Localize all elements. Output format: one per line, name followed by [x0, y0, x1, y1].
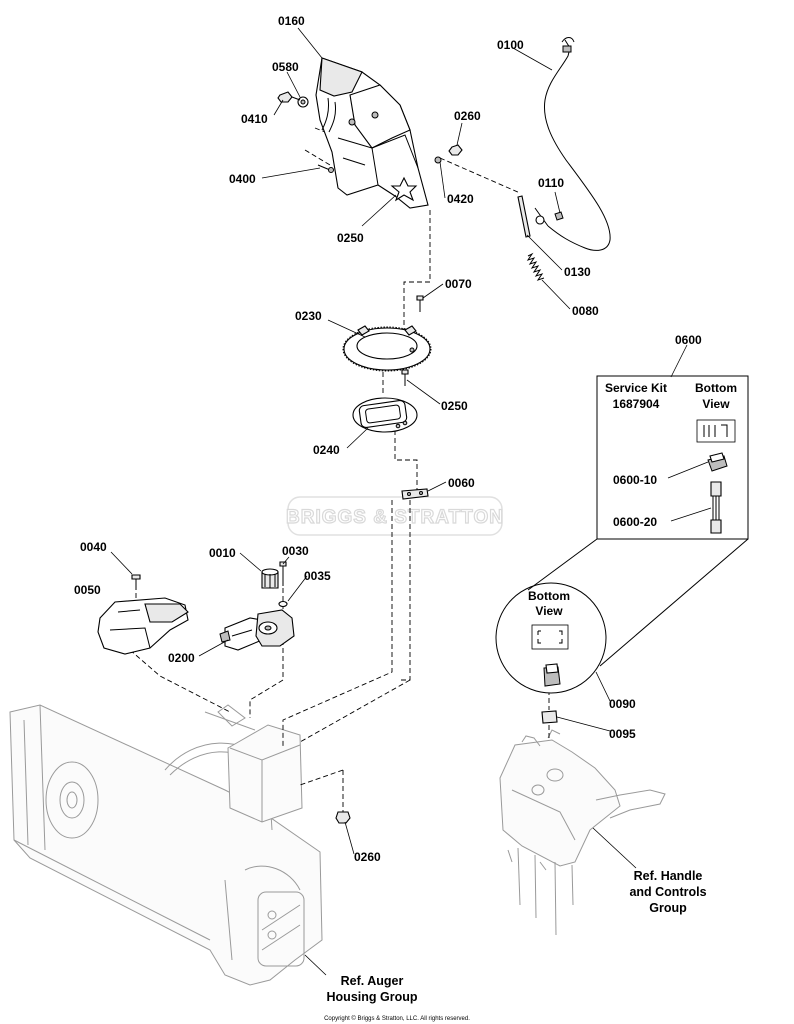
- copyright: Copyright © Briggs & Stratton, LLC. All …: [324, 1015, 470, 1022]
- callout-0260-lower: 0260: [354, 850, 381, 864]
- ref-handle-line1: Ref. Handle: [634, 869, 703, 883]
- callout-0030: 0030: [282, 544, 309, 558]
- callout-0410: 0410: [241, 112, 268, 126]
- callout-0260-upper: 0260: [454, 109, 481, 123]
- callout-0010: 0010: [209, 546, 236, 560]
- connector-0095: [541, 710, 558, 724]
- pin-0130: [517, 195, 531, 238]
- leader-lines: [110, 27, 712, 976]
- callout-0600-10: 0600-10: [613, 473, 657, 487]
- screw-0250: [401, 369, 409, 386]
- callout-0580: 0580: [272, 60, 299, 74]
- callout-0070: 0070: [445, 277, 472, 291]
- callout-0040: 0040: [80, 540, 107, 554]
- callout-0110: 0110: [538, 176, 564, 190]
- ref-auger-line2: Housing Group: [327, 990, 418, 1004]
- callout-0090: 0090: [609, 697, 636, 711]
- watermark: BRIGGS & STRATTON: [285, 496, 504, 536]
- callout-0050: 0050: [74, 583, 101, 597]
- nut-0260-upper: [434, 144, 463, 164]
- callout-0600-20: 0600-20: [613, 515, 657, 529]
- chute-deflector: [315, 57, 429, 209]
- cable-0100: [534, 37, 611, 251]
- ref-handle-line2: and Controls: [629, 885, 706, 899]
- service-kit-box: Service Kit 1687904 Bottom View: [596, 375, 749, 540]
- callout-0230: 0230: [295, 309, 322, 323]
- callout-0250-lower: 0250: [441, 399, 468, 413]
- callout-0400: 0400: [229, 172, 256, 186]
- kit-bottom-view-line2: View: [702, 397, 730, 411]
- callout-0420: 0420: [447, 192, 474, 206]
- service-kit-number: 1687904: [613, 397, 660, 411]
- callout-0600: 0600: [675, 333, 702, 347]
- bracket-0060: [401, 488, 429, 500]
- screw-0040: [131, 574, 141, 590]
- motor-cover-0050: [97, 597, 189, 655]
- circle-bottom-view-line2: View: [535, 604, 563, 618]
- hardware-0580-0410: [277, 91, 309, 108]
- gear-0010: [261, 568, 279, 589]
- plate-0240: [352, 397, 418, 433]
- callout-0100: 0100: [497, 38, 524, 52]
- circle-detail: Bottom View: [495, 538, 749, 694]
- reference-labels: Ref. Handle and Controls Group Ref. Auge…: [327, 869, 707, 1004]
- service-kit-title: Service Kit: [605, 381, 667, 395]
- washer-0035: [278, 600, 288, 608]
- ring-gear-0230: [342, 325, 432, 372]
- ref-auger-line1: Ref. Auger: [341, 974, 404, 988]
- screw-0030: [279, 561, 287, 586]
- callout-0080: 0080: [572, 304, 599, 318]
- callout-0160: 0160: [278, 14, 305, 28]
- nut-0260-lower: [335, 811, 351, 824]
- callout-0250-upper: 0250: [337, 231, 364, 245]
- callout-0240: 0240: [313, 443, 340, 457]
- callout-0095: 0095: [609, 727, 636, 741]
- spring-0080: [526, 252, 545, 281]
- screw-0070: [416, 295, 424, 312]
- callout-0060: 0060: [448, 476, 475, 490]
- callout-0200: 0200: [168, 651, 195, 665]
- callout-0130: 0130: [564, 265, 591, 279]
- kit-bottom-view-line1: Bottom: [695, 381, 737, 395]
- motor-0200: [219, 609, 295, 651]
- auger-housing: [9, 704, 323, 986]
- watermark-text: BRIGGS & STRATTON: [286, 507, 504, 528]
- callout-0035: 0035: [304, 569, 331, 583]
- screw-0400: [317, 164, 334, 173]
- ref-handle-line3: Group: [649, 901, 687, 915]
- handle-controls: [499, 729, 666, 936]
- circle-bottom-view-line1: Bottom: [528, 589, 570, 603]
- callout-labels: 0160 0580 0410 0400 0260 0420 0250 0100 …: [74, 14, 702, 864]
